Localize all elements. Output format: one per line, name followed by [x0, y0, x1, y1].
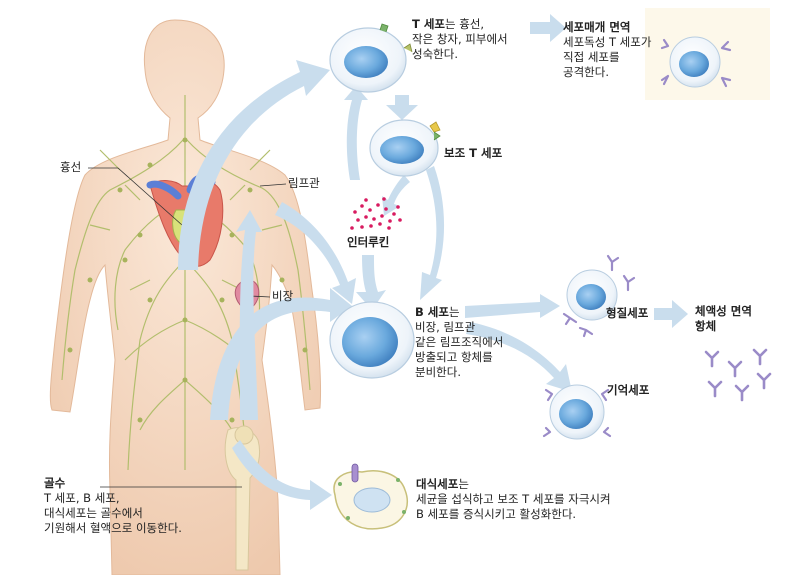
arrow-t-right-down: [420, 166, 445, 300]
spleen-label: 비장: [272, 289, 294, 303]
arrow-lower-to-mac: [232, 440, 332, 510]
antibodies: [704, 348, 772, 402]
bone-marrow-text: 골수 T 세포, B 세포, 대식세포는 골수에서 기원해서 혈액으로 이동한다…: [44, 476, 182, 536]
lymph-vessel-label: 림프관: [288, 176, 320, 190]
cell-mediated-line-1: 세포독성 T 세포가: [563, 35, 652, 49]
bone-marrow-line-2: 대식세포는 골수에서: [44, 506, 143, 520]
arrow-helper-to-il-left: [344, 86, 368, 180]
macrophage-cell: [333, 463, 408, 530]
memory-cell: [542, 384, 612, 440]
macrophage-title-suffix: 는: [458, 477, 469, 491]
b-cell-line-1: 비장, 림프관: [415, 320, 476, 334]
arrow-b-to-memory: [466, 322, 572, 392]
t-cell-line-1: 작은 창자, 피부에서: [412, 32, 508, 46]
arrow-cell-mediated: [530, 14, 566, 42]
arrow-helper-to-il: [382, 175, 410, 216]
interleukin-label: 인터루킨: [347, 235, 390, 249]
bone-marrow-line-1: T 세포, B 세포,: [44, 491, 120, 505]
macrophage-line-1: 세균을 섭식하고 보조 T 세포를 자극시켜: [416, 492, 611, 506]
cell-mediated-title: 세포매개 면역: [563, 20, 631, 34]
humoral-text: 체액성 면역 항체: [695, 304, 752, 334]
t-cell-title: T 세포: [412, 17, 446, 31]
b-cell-line-3: 방출되고 항체를: [415, 350, 493, 364]
thymus-label: 흉선: [60, 160, 82, 174]
plasma-cell: [562, 254, 636, 338]
b-cell-text: B 세포는 비장, 림프관 같은 림프조직에서 방출되고 항체를 분비한다.: [415, 305, 503, 380]
cell-mediated-line-2: 직접 세포를: [563, 50, 620, 64]
flow-arrows: [178, 14, 688, 510]
macrophage-title: 대식세포: [416, 477, 459, 491]
arrow-t-to-helper: [386, 95, 418, 120]
arrow-body-to-tcell: [178, 60, 330, 270]
t-cell-title-suffix: 는 흉선,: [445, 17, 485, 31]
cell-mediated-text: 세포매개 면역 세포독성 T 세포가 직접 세포를 공격한다.: [563, 20, 651, 80]
b-cell-line-4: 분비한다.: [415, 365, 461, 379]
arrow-plasma-to-antibody: [654, 300, 688, 328]
helper-t-label: 보조 T 세포: [444, 146, 503, 160]
interleukin-dots: [350, 197, 402, 230]
helper-t-cell: [369, 119, 441, 177]
arrow-b-to-plasma: [465, 294, 560, 318]
t-cell-text: T 세포는 흉선, 작은 창자, 피부에서 성숙한다.: [412, 17, 508, 62]
b-cell-line-2: 같은 림프조직에서: [415, 335, 504, 349]
memory-cell-label: 기억세포: [607, 383, 650, 397]
humoral-title-1: 체액성 면역: [695, 304, 752, 318]
bone-marrow-line-3: 기원해서 혈액으로 이동한다.: [44, 521, 182, 535]
t-cell: [329, 23, 413, 93]
b-cell: [329, 301, 415, 379]
cytotoxic-t-cell: [645, 8, 770, 100]
plasma-cell-label: 형질세포: [606, 306, 649, 320]
macrophage-line-2: B 세포를 증식시키고 활성화한다.: [416, 507, 577, 521]
macrophage-text: 대식세포는 세균을 섭식하고 보조 T 세포를 자극시켜 B 세포를 증식시키고…: [416, 477, 611, 522]
bone-marrow-title: 골수: [44, 476, 66, 490]
arrow-il-to-bcell: [356, 255, 386, 310]
arrow-marrow-up: [236, 210, 262, 420]
b-cell-title: B 세포: [415, 305, 449, 319]
b-cell-title-suffix: 는: [448, 305, 460, 319]
humoral-title-2: 항체: [695, 319, 717, 333]
arrow-lymph-to-bcell: [275, 202, 356, 304]
t-cell-line-2: 성숙한다.: [412, 47, 458, 61]
cell-mediated-line-3: 공격한다.: [563, 65, 609, 79]
